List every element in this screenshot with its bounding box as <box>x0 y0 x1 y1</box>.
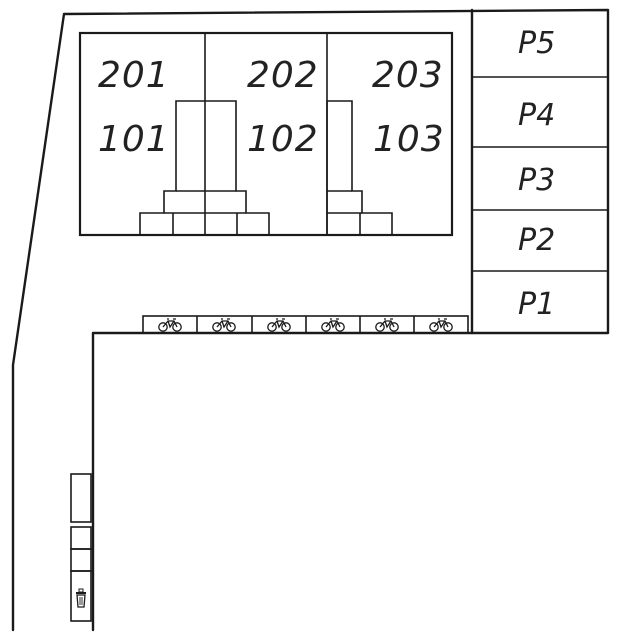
bicycle-icon <box>212 318 236 332</box>
parking-label-p4: P4 <box>518 98 555 133</box>
bicycle-icon <box>267 318 291 332</box>
trash-icon <box>76 588 86 608</box>
unit-label-103: 103 <box>373 119 445 160</box>
bicycle-icon <box>321 318 345 332</box>
parking-label-p3: P3 <box>518 163 555 198</box>
site-boundary <box>11 8 610 632</box>
bicycle-icon <box>429 318 453 332</box>
parking-label-p1: P1 <box>518 287 555 322</box>
unit-label-201: 201 <box>98 55 170 96</box>
parking-label-p2: P2 <box>518 223 555 258</box>
unit-label-102: 102 <box>247 119 319 160</box>
storage-boxes <box>70 473 92 622</box>
stair-right <box>326 100 393 236</box>
building-outline <box>78 31 454 237</box>
unit-label-101: 101 <box>98 119 170 160</box>
unit-label-203: 203 <box>372 55 444 96</box>
parking-label-p5: P5 <box>518 26 555 61</box>
stair-left <box>139 100 270 236</box>
bicycle-parking <box>142 315 469 334</box>
bicycle-icon <box>375 318 399 332</box>
parking-area <box>470 8 608 335</box>
bicycle-icon <box>158 318 182 332</box>
unit-label-202: 202 <box>247 55 319 96</box>
